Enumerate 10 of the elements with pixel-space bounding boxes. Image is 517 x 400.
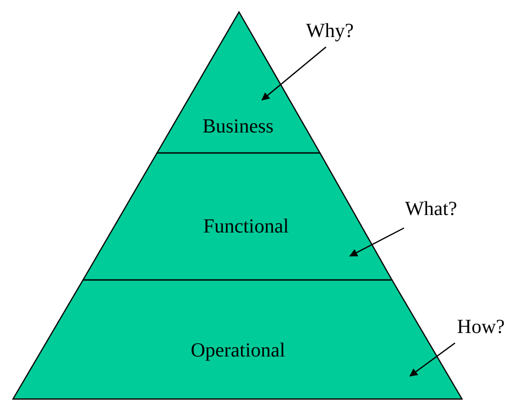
leader-arrow (349, 227, 404, 257)
leader-arrow (409, 342, 456, 376)
question-label: How? (457, 316, 505, 338)
leader-arrow (261, 46, 326, 100)
tier-label: Functional (203, 216, 289, 238)
tier-label: Operational (190, 340, 286, 362)
pyramid-tier (83, 153, 392, 280)
question-label: What? (405, 198, 458, 220)
question-label: Why? (306, 20, 354, 42)
tier-label: Business (202, 116, 274, 138)
